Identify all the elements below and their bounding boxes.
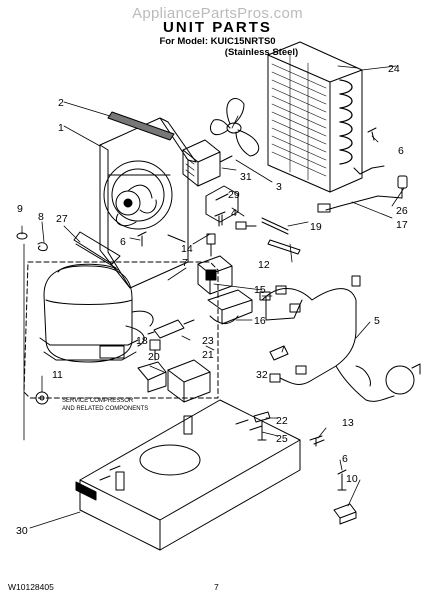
callout-labels: 1 2 3 4 5 6 6 6 7 8 9 10 11 12 13 14 15 … — [16, 63, 408, 537]
callout-29: 29 — [228, 189, 240, 201]
screw-6-top — [367, 127, 377, 141]
callout-18: 18 — [136, 335, 148, 347]
clip-14 — [206, 233, 216, 257]
title-block: AppliancePartsPros.com UNIT PARTS For Mo… — [0, 5, 435, 59]
doc-number: W10128405 — [8, 582, 54, 592]
callout-21: 21 — [202, 349, 214, 361]
screw-6-bottom — [337, 469, 347, 491]
bracket-plate — [73, 231, 121, 269]
model-line: For Model: KUIC15NRTS0 — [159, 36, 276, 47]
leader-lines — [21, 65, 405, 529]
service-note-line-1: SERVICE COMPRESSOR — [62, 398, 134, 404]
relay-cover-21 — [167, 359, 211, 403]
compressor-group-outline — [23, 261, 219, 399]
callout-5: 5 — [374, 315, 380, 327]
screw-13 — [309, 435, 325, 447]
callout-13: 13 — [342, 417, 354, 429]
callout-31: 31 — [240, 171, 252, 183]
callout-20: 20 — [148, 351, 160, 363]
callout-22: 22 — [276, 415, 288, 427]
fan-blade — [210, 98, 260, 157]
callout-8: 8 — [38, 211, 44, 223]
callout-15: 15 — [254, 284, 266, 296]
callout-2: 2 — [58, 97, 64, 109]
callout-6b: 6 — [120, 236, 126, 248]
callout-17: 17 — [396, 219, 408, 231]
callout-16: 16 — [254, 315, 266, 327]
callout-9: 9 — [17, 203, 23, 215]
callout-26: 26 — [396, 205, 408, 217]
wiring-harness — [259, 275, 421, 402]
drain-tube — [267, 239, 301, 255]
clip-32 — [269, 345, 289, 361]
callout-12: 12 — [258, 259, 270, 271]
callout-6a: 6 — [398, 145, 404, 157]
callout-30: 30 — [16, 525, 28, 537]
callout-3: 3 — [276, 181, 282, 193]
callout-32: 32 — [256, 369, 268, 381]
callout-4: 4 — [231, 207, 237, 219]
clip-8 — [37, 242, 48, 251]
callout-11: 11 — [52, 369, 63, 381]
connector-small — [235, 221, 257, 230]
control-box — [197, 255, 233, 295]
page-number: 7 — [214, 582, 219, 592]
compressor — [39, 263, 154, 363]
watermark: AppliancePartsPros.com — [132, 5, 303, 22]
service-note: SERVICE COMPRESSOR AND RELATED COMPONENT… — [62, 398, 148, 412]
screw-4 — [214, 211, 226, 227]
callout-1: 1 — [58, 122, 64, 134]
fan-motor — [182, 139, 233, 187]
callout-7: 7 — [182, 257, 188, 269]
service-note-line-2: AND RELATED COMPONENTS — [62, 406, 148, 412]
filter-drier — [147, 319, 195, 339]
page-title: UNIT PARTS — [163, 19, 272, 36]
base-pan — [75, 399, 301, 551]
callout-27: 27 — [56, 213, 68, 225]
switch-bracket — [207, 289, 253, 325]
callout-23: 23 — [202, 335, 214, 347]
screw-6-left — [137, 231, 147, 247]
callout-19: 19 — [310, 221, 322, 233]
callout-14: 14 — [181, 243, 193, 255]
callout-10: 10 — [346, 473, 358, 485]
callout-25: 25 — [276, 433, 288, 445]
callout-24: 24 — [388, 63, 400, 75]
thermistor — [261, 217, 289, 235]
condenser-harness — [317, 165, 408, 213]
finish-line: (Stainless Steel) — [224, 47, 299, 58]
bracket-16 — [209, 315, 239, 324]
overload-20 — [137, 361, 167, 393]
foam-strip — [107, 111, 175, 141]
callout-6c: 6 — [342, 453, 348, 465]
relay-18 — [149, 339, 161, 361]
condenser-coil — [267, 41, 363, 193]
foot-10 — [333, 503, 357, 525]
